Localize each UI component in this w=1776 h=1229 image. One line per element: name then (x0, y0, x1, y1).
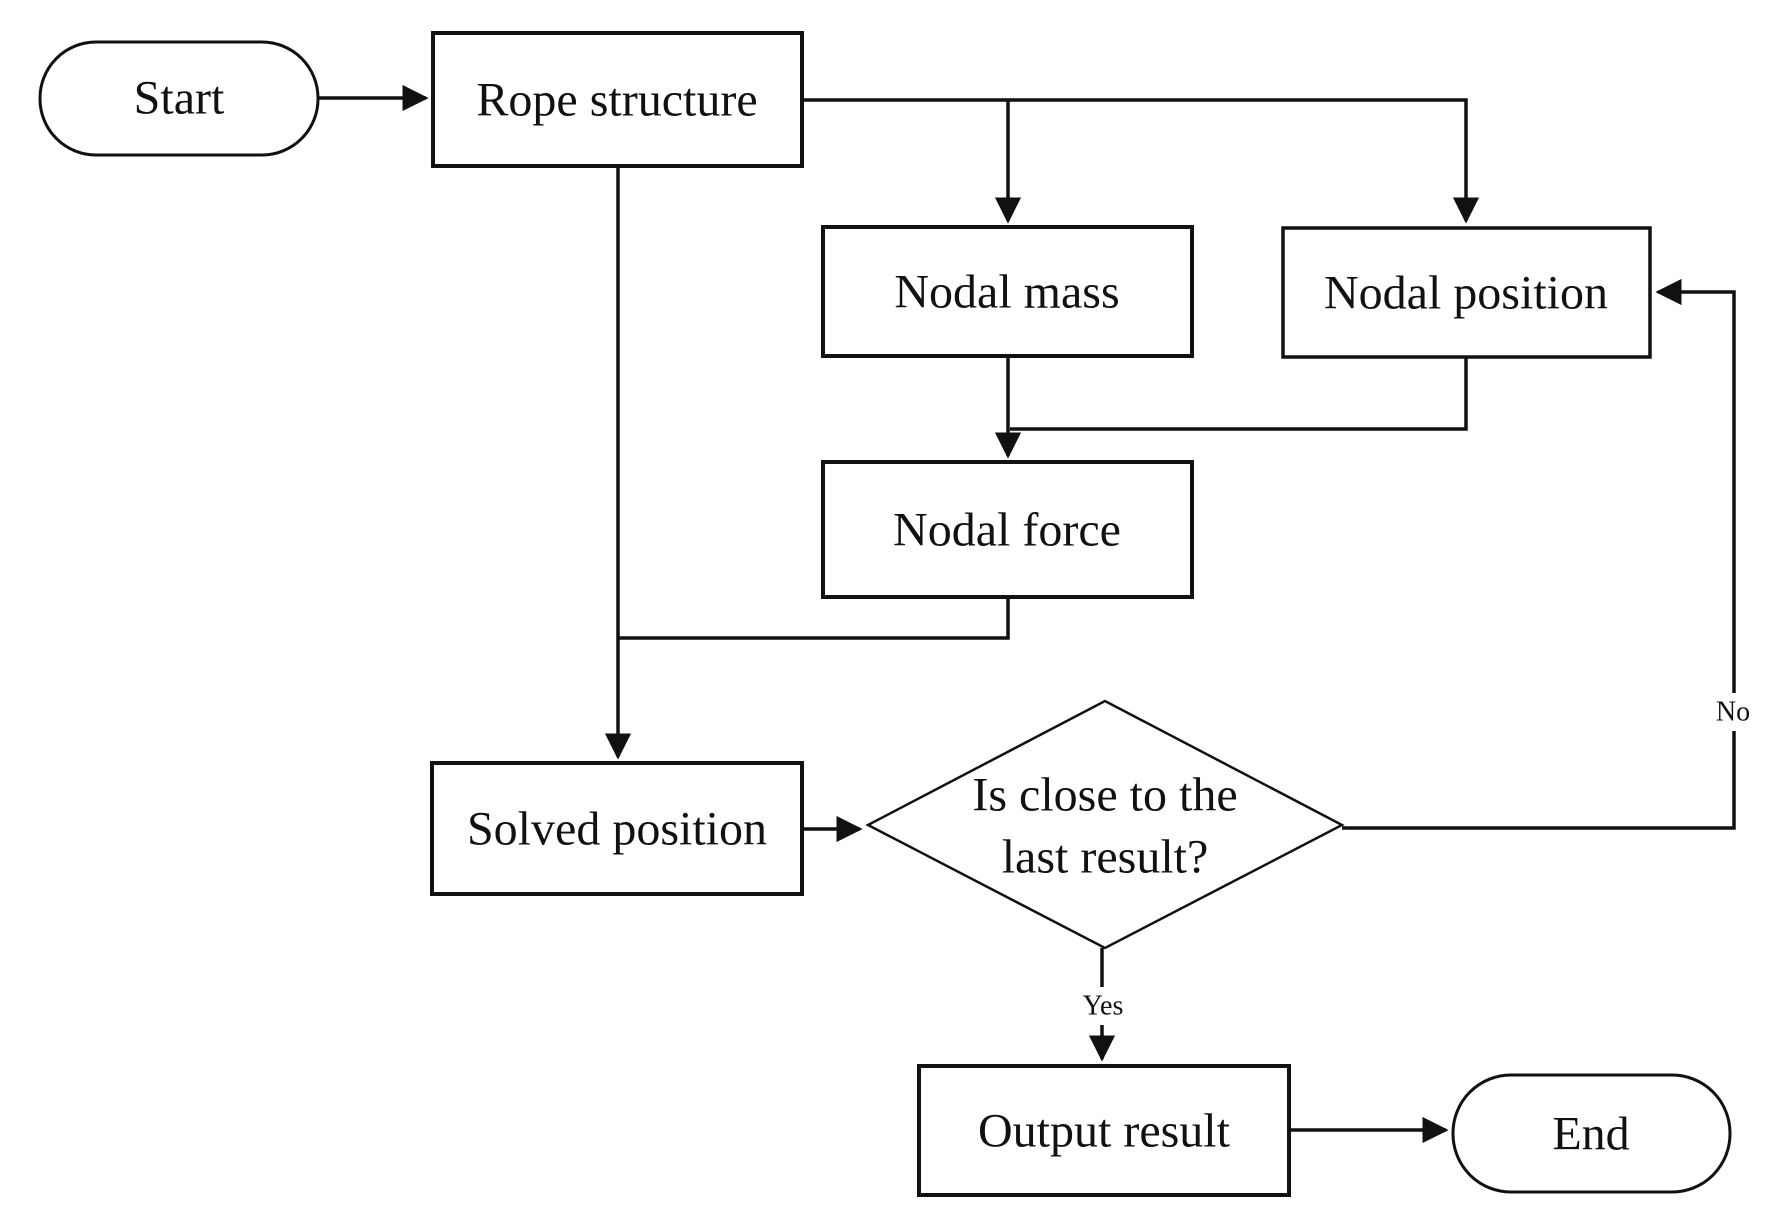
node-nodal-force-label: Nodal force (893, 504, 1121, 557)
node-nodal-mass (821, 225, 1194, 358)
node-nodal-mass-label: Nodal mass (894, 266, 1119, 319)
no-label-mask (1703, 693, 1763, 731)
edge-nodal-position-to-nodal-force (1010, 357, 1468, 431)
edge-rope-structure-to-nodal-position (802, 98, 1480, 224)
node-decision-label-line1: Is close to the (972, 769, 1237, 822)
node-end (1451, 1073, 1732, 1194)
node-rope-structure-label: Rope structure (476, 74, 757, 127)
node-decision-label-line2: last result? (1002, 831, 1209, 884)
node-nodal-position-label: Nodal position (1324, 267, 1608, 320)
edge-decision-no-to-nodal-position (1342, 278, 1736, 830)
no-edge-label: No (1716, 697, 1750, 728)
edge-nodal-force-to-solved-position (618, 597, 1010, 640)
node-output-result (917, 1064, 1291, 1197)
node-start (38, 40, 320, 157)
node-end-label: End (1552, 1108, 1629, 1161)
node-output-result-label: Output result (978, 1105, 1231, 1158)
node-solved-position (430, 761, 804, 896)
node-solved-position-label: Solved position (467, 803, 767, 856)
node-decision-diamond (865, 699, 1345, 950)
node-start-label: Start (134, 72, 225, 125)
yes-edge-label: Yes (1083, 991, 1124, 1022)
yes-label-mask (1072, 987, 1134, 1025)
node-rope-structure (431, 31, 804, 168)
node-nodal-force (821, 460, 1194, 599)
node-nodal-position (1281, 226, 1652, 359)
